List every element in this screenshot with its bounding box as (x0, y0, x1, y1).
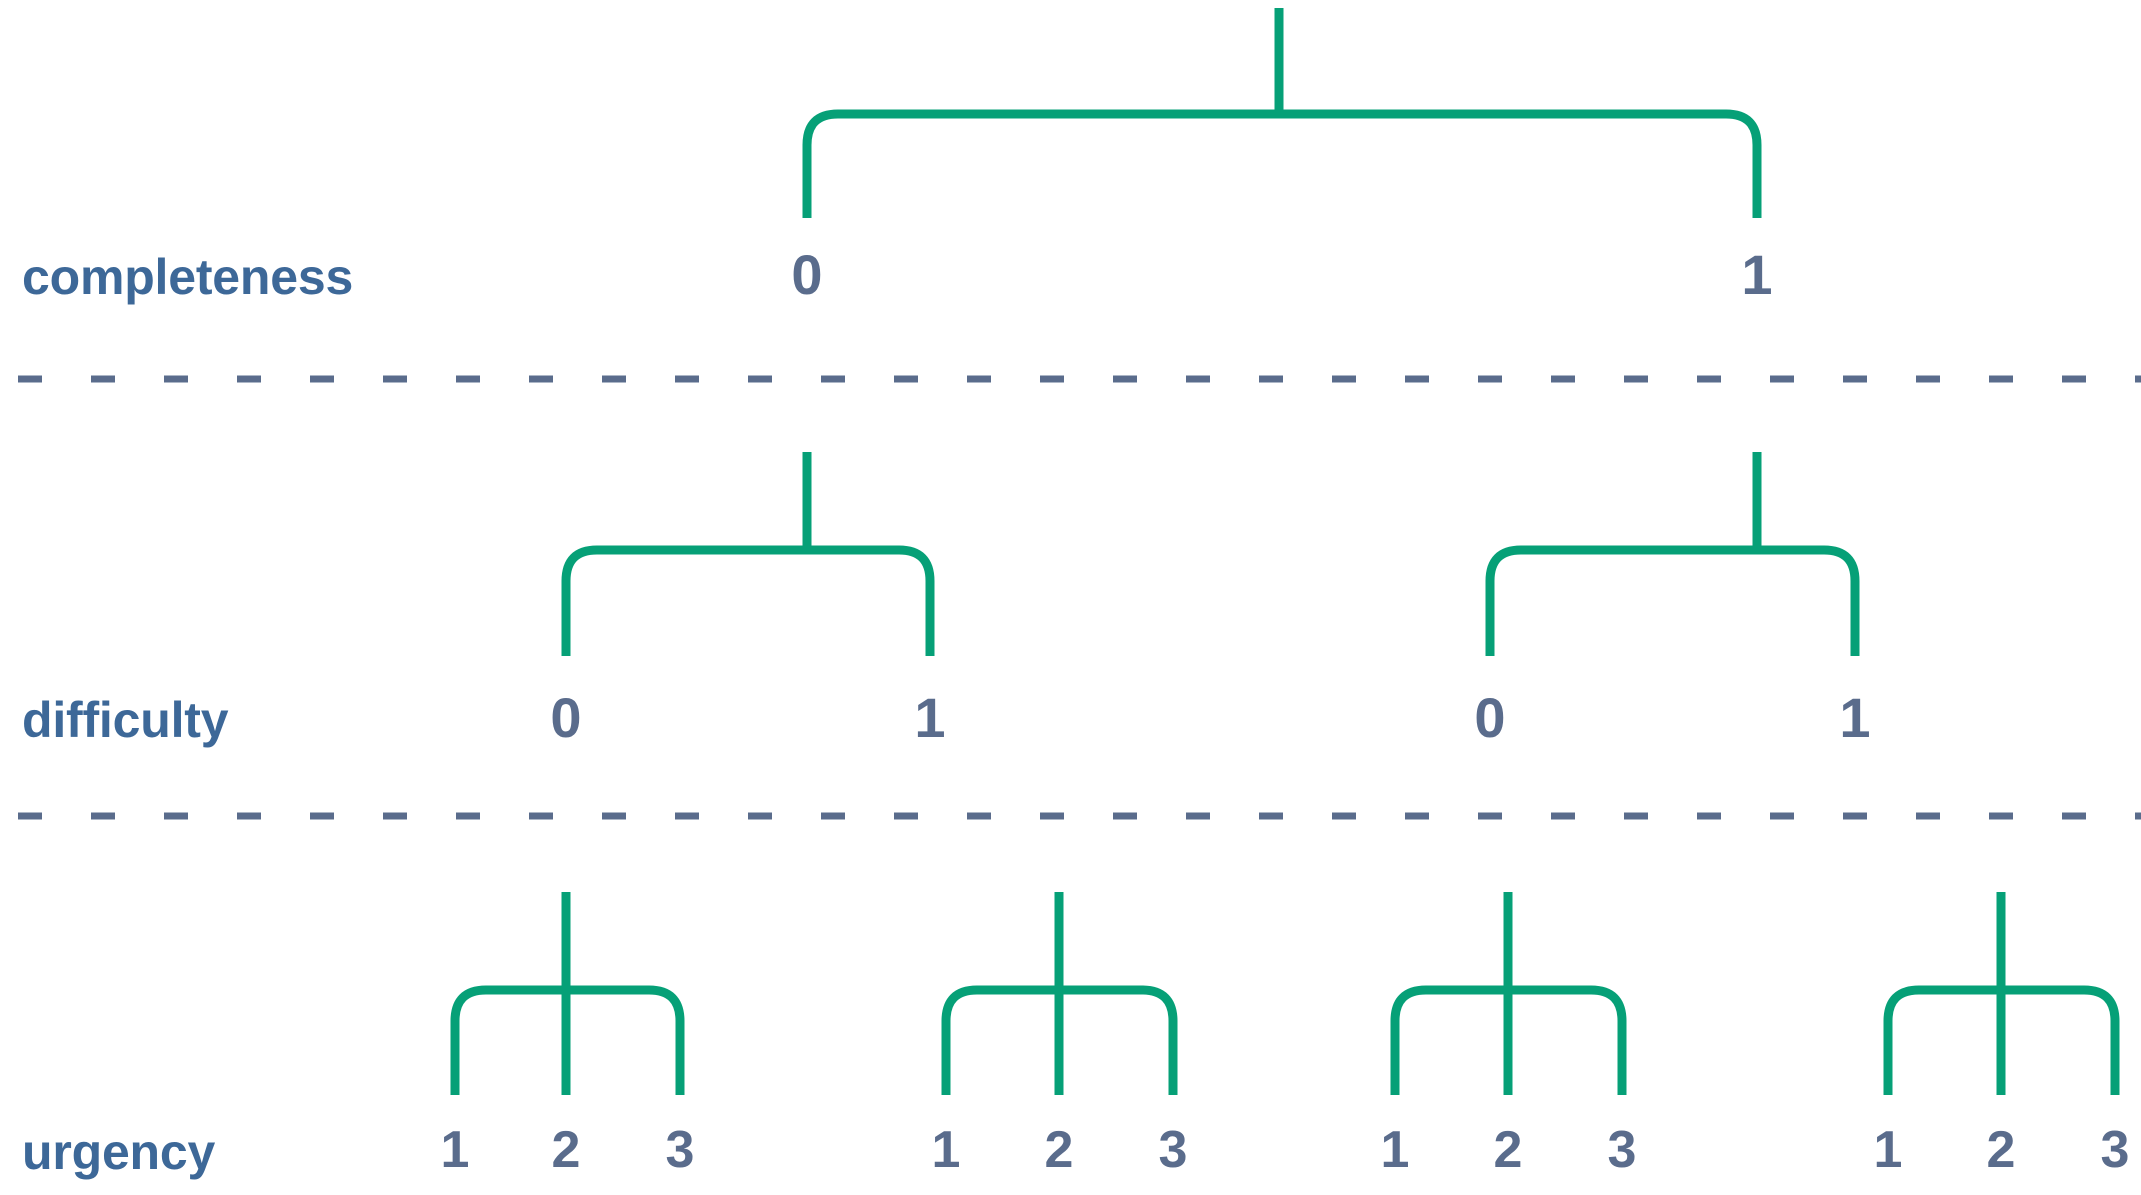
node-difficulty-1-right[interactable]: 1 (1839, 686, 1871, 749)
bracket-urgency-group-3 (1390, 985, 1627, 1095)
bracket-urgency-group-2 (941, 985, 1178, 1095)
node-difficulty-0-right[interactable]: 0 (1474, 686, 1506, 749)
node-difficulty-1-left[interactable]: 1 (914, 686, 946, 749)
bracket-urgency-group-1 (450, 985, 685, 1095)
node-urgency-g2-1[interactable]: 1 (931, 1121, 961, 1179)
node-urgency-g1-1[interactable]: 1 (440, 1121, 470, 1179)
node-completeness-0[interactable]: 0 (791, 243, 823, 306)
bracket-completeness (802, 109, 1762, 218)
bracket-difficulty-right (1485, 545, 1860, 656)
node-difficulty-0-left[interactable]: 0 (550, 686, 582, 749)
node-urgency-g2-2[interactable]: 2 (1044, 1121, 1074, 1179)
node-urgency-g4-1[interactable]: 1 (1873, 1121, 1903, 1179)
node-urgency-g3-3[interactable]: 3 (1607, 1121, 1637, 1179)
row-label-difficulty: difficulty (22, 692, 229, 748)
row-label-urgency: urgency (22, 1124, 216, 1180)
node-urgency-g4-3[interactable]: 3 (2100, 1121, 2130, 1179)
node-urgency-g1-3[interactable]: 3 (665, 1121, 695, 1179)
node-urgency-g1-2[interactable]: 2 (551, 1121, 581, 1179)
node-urgency-g3-2[interactable]: 2 (1493, 1121, 1523, 1179)
bracket-urgency-group-4 (1883, 985, 2120, 1095)
node-completeness-1[interactable]: 1 (1741, 243, 1773, 306)
node-urgency-g3-1[interactable]: 1 (1380, 1121, 1410, 1179)
node-urgency-g4-2[interactable]: 2 (1986, 1121, 2016, 1179)
row-label-completeness: completeness (22, 249, 354, 305)
node-urgency-g2-3[interactable]: 3 (1158, 1121, 1188, 1179)
bracket-difficulty-left (561, 545, 935, 656)
